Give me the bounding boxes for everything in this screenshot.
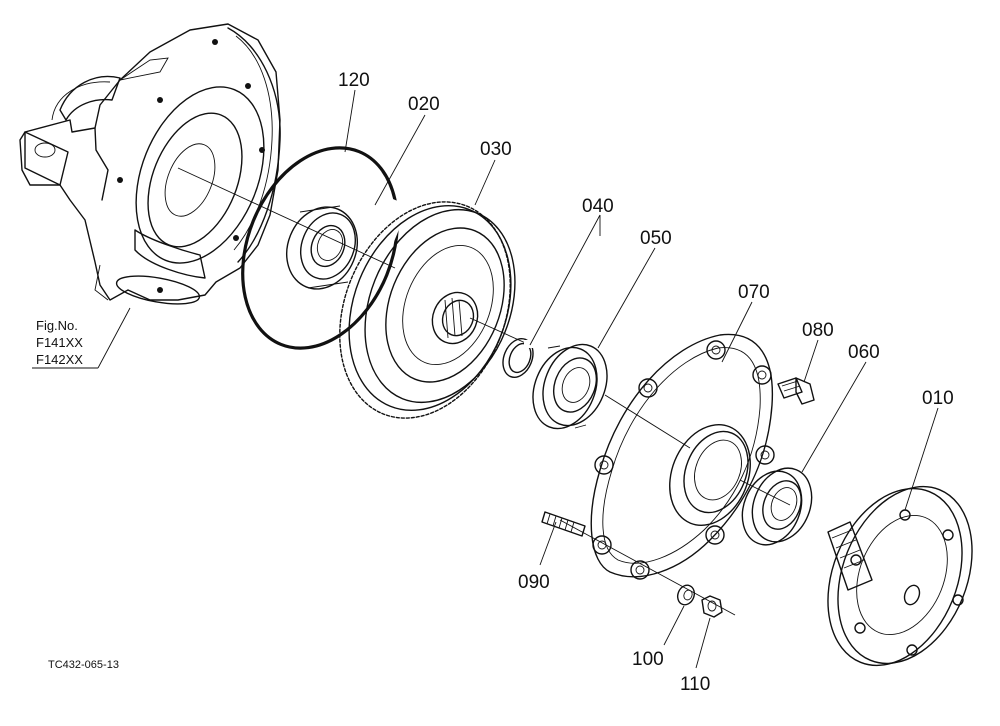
- leader-080: [803, 339, 819, 383]
- label-100: 100: [632, 649, 664, 670]
- leader-050: [597, 247, 656, 349]
- label-030: 030: [480, 139, 512, 160]
- nut-110: [701, 595, 723, 618]
- axle-flange-010: [827, 485, 973, 667]
- drawing-code: TC432-065-13: [48, 659, 119, 671]
- bearing-020: [286, 205, 358, 290]
- leader-030: [474, 159, 496, 206]
- washer-100: [676, 584, 696, 606]
- oil-seal-060: [741, 467, 813, 546]
- leader-020: [374, 114, 426, 206]
- assembly-axis-line: [177, 167, 791, 506]
- leader-060: [801, 361, 867, 473]
- label-040: 040: [582, 196, 614, 217]
- cover-070: [590, 333, 775, 580]
- label-120: 120: [338, 70, 370, 91]
- ring-gear-030: [339, 201, 516, 419]
- bearing-050: [532, 343, 608, 430]
- label-020: 020: [408, 94, 440, 115]
- label-060: 060: [848, 342, 880, 363]
- fig-ref-leader: [32, 307, 131, 369]
- leader-070: [721, 301, 753, 363]
- fig-ref-line3: F142XX: [36, 352, 83, 367]
- plug-080: [777, 377, 815, 405]
- label-080: 080: [802, 320, 834, 341]
- label-010: 010: [922, 388, 954, 409]
- snap-ring-040: [502, 338, 534, 378]
- label-110: 110: [680, 674, 710, 695]
- leader-040: [529, 214, 601, 346]
- leader-010: [904, 407, 939, 511]
- label-050: 050: [640, 228, 672, 249]
- fig-ref-line1: Fig.No.: [36, 318, 78, 333]
- leader-120: [344, 89, 356, 153]
- cover-lugs: [592, 340, 775, 580]
- stud-090: [541, 511, 586, 537]
- leader-110: [695, 617, 711, 669]
- label-070: 070: [738, 282, 770, 303]
- o-ring-120: [241, 146, 409, 350]
- leader-090: [539, 521, 557, 566]
- fig-ref-line2: F141XX: [36, 335, 83, 350]
- leader-100: [663, 605, 685, 646]
- lower-axis-line: [559, 519, 736, 616]
- label-090: 090: [518, 572, 550, 593]
- gear-case-housing: [19, 23, 281, 305]
